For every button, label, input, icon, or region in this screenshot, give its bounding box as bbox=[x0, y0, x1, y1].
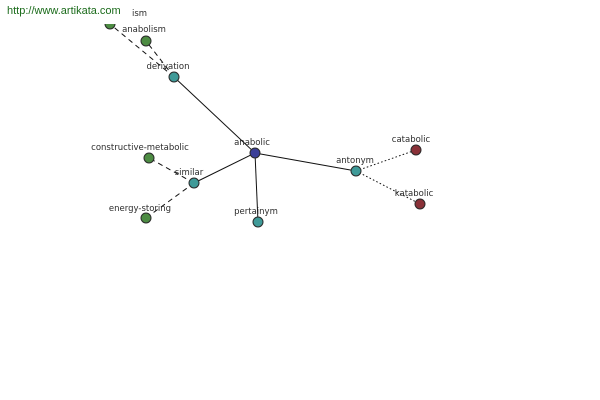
node-constructive-metabolic[interactable]: constructive-metabolic bbox=[91, 143, 189, 164]
node-dot-derivation[interactable] bbox=[168, 71, 180, 83]
edge-anabolic-derivation bbox=[173, 76, 256, 154]
node-label-antonym[interactable]: antonym bbox=[336, 156, 374, 166]
node-dot-anabolic[interactable] bbox=[249, 147, 261, 159]
edge-antonym-catabolic bbox=[355, 149, 417, 172]
node-label-katabolic[interactable]: katabolic bbox=[395, 189, 434, 199]
node-dot-pertainym[interactable] bbox=[252, 216, 264, 228]
edge-similar-energy-storing bbox=[145, 182, 195, 219]
node-dot-antonym[interactable] bbox=[350, 165, 362, 177]
node-label-derivation[interactable]: derivation bbox=[146, 62, 189, 72]
node-dot-constructive-metabolic[interactable] bbox=[143, 152, 155, 164]
node-label-anabolism[interactable]: anabolism bbox=[122, 25, 166, 35]
edge-anabolic-similar bbox=[193, 152, 256, 184]
node-energy-storing[interactable]: energy-storing bbox=[109, 204, 171, 224]
node-similar[interactable]: similar bbox=[175, 168, 204, 189]
node-label-constructive-metabolic[interactable]: constructive-metabolic bbox=[91, 143, 189, 153]
node-label-ism[interactable]: ism bbox=[132, 9, 147, 19]
node-label-anabolic[interactable]: anabolic bbox=[234, 138, 270, 148]
edge-antonym-katabolic bbox=[355, 170, 421, 205]
node-anabolic[interactable]: anabolic bbox=[234, 138, 270, 159]
node-label-pertainym[interactable]: pertainym bbox=[234, 207, 278, 217]
node-katabolic[interactable]: katabolic bbox=[395, 189, 434, 210]
node-antonym[interactable]: antonym bbox=[336, 156, 374, 177]
node-anabolism[interactable]: anabolism bbox=[122, 25, 166, 47]
node-catabolic[interactable]: catabolic bbox=[392, 135, 431, 156]
graph-nodes: anabolic derivation similar pertainym antony… bbox=[91, 9, 434, 228]
node-dot-catabolic[interactable] bbox=[410, 144, 422, 156]
edge-derivation-ism bbox=[109, 23, 175, 78]
node-dot-katabolic[interactable] bbox=[414, 198, 426, 210]
graph-edges bbox=[109, 23, 421, 223]
node-label-energy-storing[interactable]: energy-storing bbox=[109, 204, 171, 214]
node-dot-similar[interactable] bbox=[188, 177, 200, 189]
node-derivation[interactable]: derivation bbox=[146, 62, 190, 83]
node-dot-anabolism[interactable] bbox=[140, 35, 152, 47]
node-label-similar[interactable]: similar bbox=[175, 168, 204, 178]
node-pertainym[interactable]: pertainym bbox=[234, 207, 278, 228]
site-url-link[interactable]: http://www.artikata.com bbox=[0, 0, 128, 24]
edge-anabolic-antonym bbox=[254, 152, 357, 172]
edge-derivation-anabolism bbox=[145, 40, 175, 78]
edge-anabolic-pertainym bbox=[254, 152, 259, 223]
node-dot-energy-storing[interactable] bbox=[140, 212, 152, 224]
node-label-catabolic[interactable]: catabolic bbox=[392, 135, 431, 145]
